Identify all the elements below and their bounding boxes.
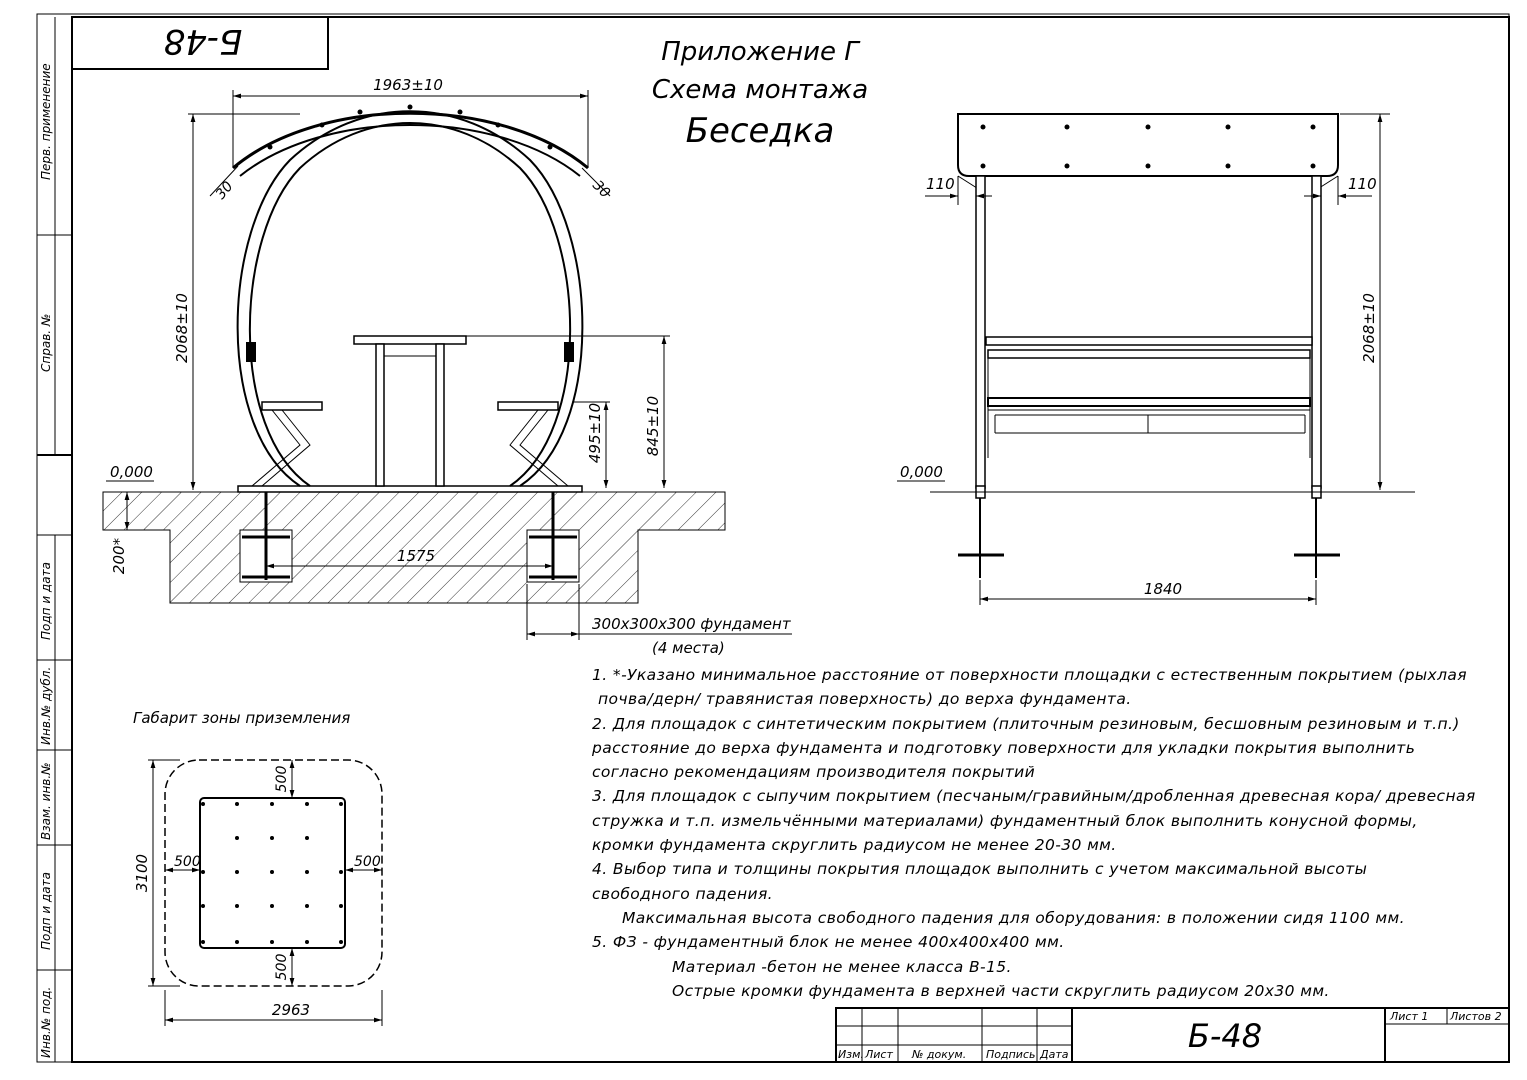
note-line: почва/дерн/ травянистая поверхность) до … — [598, 690, 1132, 709]
tb-col-list: Лист — [864, 1048, 893, 1061]
zone-top-margin: 500 — [274, 766, 290, 793]
note-line: кромки фундамента скруглить радиусом не … — [592, 836, 1117, 855]
front-view: 1963±10 2068±10 30 30 495±10 845±10 0,00… — [102, 76, 792, 657]
table-height-dim: 845±10 — [644, 396, 662, 456]
tb-col-sign: Подпись — [986, 1048, 1035, 1061]
side-stamp: Перв. применение Справ. № Подп и дата Ин… — [37, 17, 72, 1062]
note-line: Материал -бетон не менее класса В-15. — [672, 957, 1012, 976]
top-code-box — [71, 16, 329, 70]
side-overhang-left: 110 — [926, 175, 955, 193]
found-spacing-dim: 1575 — [397, 547, 435, 565]
stamp-podp2: Подп и дата — [39, 872, 53, 950]
zone-plan: Габарит зоны приземления 500 500 500 500… — [133, 709, 383, 1026]
notes-block: 1. *-Указано минимальное расстояние от п… — [592, 663, 1507, 1003]
tb-col-doc: № докум. — [911, 1048, 966, 1061]
stamp-vzam: Взам. инв.№ — [39, 762, 53, 840]
zone-right-margin: 500 — [354, 854, 381, 870]
side-width-dim: 1840 — [1144, 580, 1182, 598]
tb-col-izm: Изм. — [838, 1048, 864, 1061]
stamp-podp1: Подп и дата — [39, 562, 53, 640]
note-line: 2. Для площадок с синтетическим покрытие… — [592, 714, 1460, 733]
side-overhang-right: 110 — [1348, 175, 1377, 193]
title-block: Изм. Лист № докум. Подпись Дата Б-48 Лис… — [835, 1007, 1510, 1063]
side-view: 0,000 110 110 2068±10 1840 — [897, 113, 1415, 605]
note-line: расстояние до верха фундамента и подгото… — [592, 738, 1416, 757]
front-height-dim: 2068±10 — [173, 293, 191, 363]
note-line: стружка и т.п. измельчёнными материалами… — [592, 811, 1418, 830]
note-line: согласно рекомендациям производителя пок… — [592, 763, 1036, 782]
stamp-sprav: Справ. № — [39, 314, 53, 372]
found-depth-dim: 200* — [110, 537, 128, 574]
note-line: 3. Для площадок с сыпучим покрытием (пес… — [592, 787, 1476, 806]
front-width-dim: 1963±10 — [373, 76, 443, 94]
table-top — [353, 335, 467, 345]
stamp-inv-dubl: Инв.№ дубл. — [39, 667, 53, 745]
note-line: Максимальная высота свободного падения д… — [622, 908, 1405, 927]
found-label: 300x300x300 фундамент — [592, 615, 792, 633]
zone-outer — [164, 759, 383, 987]
stamp-inv-pod: Инв.№ под. — [39, 987, 53, 1058]
arch-inner — [248, 122, 572, 487]
note-line: свободного падения. — [592, 884, 774, 903]
zone-width-dim: 2963 — [272, 1001, 310, 1019]
note-line: 1. *-Указано минимальное расстояние от п… — [592, 666, 1467, 684]
note-line: 5. ФЗ - фундаментный блок не менее 400x4… — [592, 933, 1065, 952]
front-offset-right: 30 — [589, 178, 613, 202]
seat-height-dim: 495±10 — [586, 403, 604, 463]
zone-left-margin: 500 — [174, 854, 201, 870]
zone-title: Габарит зоны приземления — [133, 709, 350, 727]
note-line: Острые кромки фундамента в верхней части… — [672, 981, 1330, 1000]
header-line3: Беседка — [686, 111, 835, 151]
tb-col-date: Дата — [1039, 1048, 1069, 1061]
stamp-perv: Перв. применение — [39, 63, 53, 180]
side-roof — [957, 113, 1339, 177]
note-line: 4. Выбор типа и толщины покрытия площадо… — [592, 860, 1368, 879]
base-beam — [237, 485, 583, 493]
header-line1: Приложение Г — [661, 37, 861, 67]
tb-code: Б-48 — [1188, 1017, 1262, 1055]
front-offset-left: 30 — [213, 179, 237, 203]
front-level-mark: 0,000 — [110, 463, 153, 481]
top-code: Б-48 — [164, 21, 243, 61]
tb-sheet: Лист 1 — [1389, 1010, 1428, 1023]
sheet-inner-border — [71, 16, 1510, 1063]
found-count: (4 места) — [652, 639, 725, 657]
zone-height-dim: 3100 — [133, 854, 151, 892]
arch-outer — [236, 110, 584, 487]
side-height-dim: 2068±10 — [1360, 293, 1378, 363]
roof-arc-inner — [239, 124, 581, 177]
roof-arc-outer — [232, 111, 589, 170]
side-level-mark: 0,000 — [900, 463, 943, 481]
tb-sheets: Листов 2 — [1449, 1010, 1502, 1023]
zone-bottom-margin: 500 — [274, 954, 290, 981]
header-line2: Схема монтажа — [652, 75, 868, 105]
